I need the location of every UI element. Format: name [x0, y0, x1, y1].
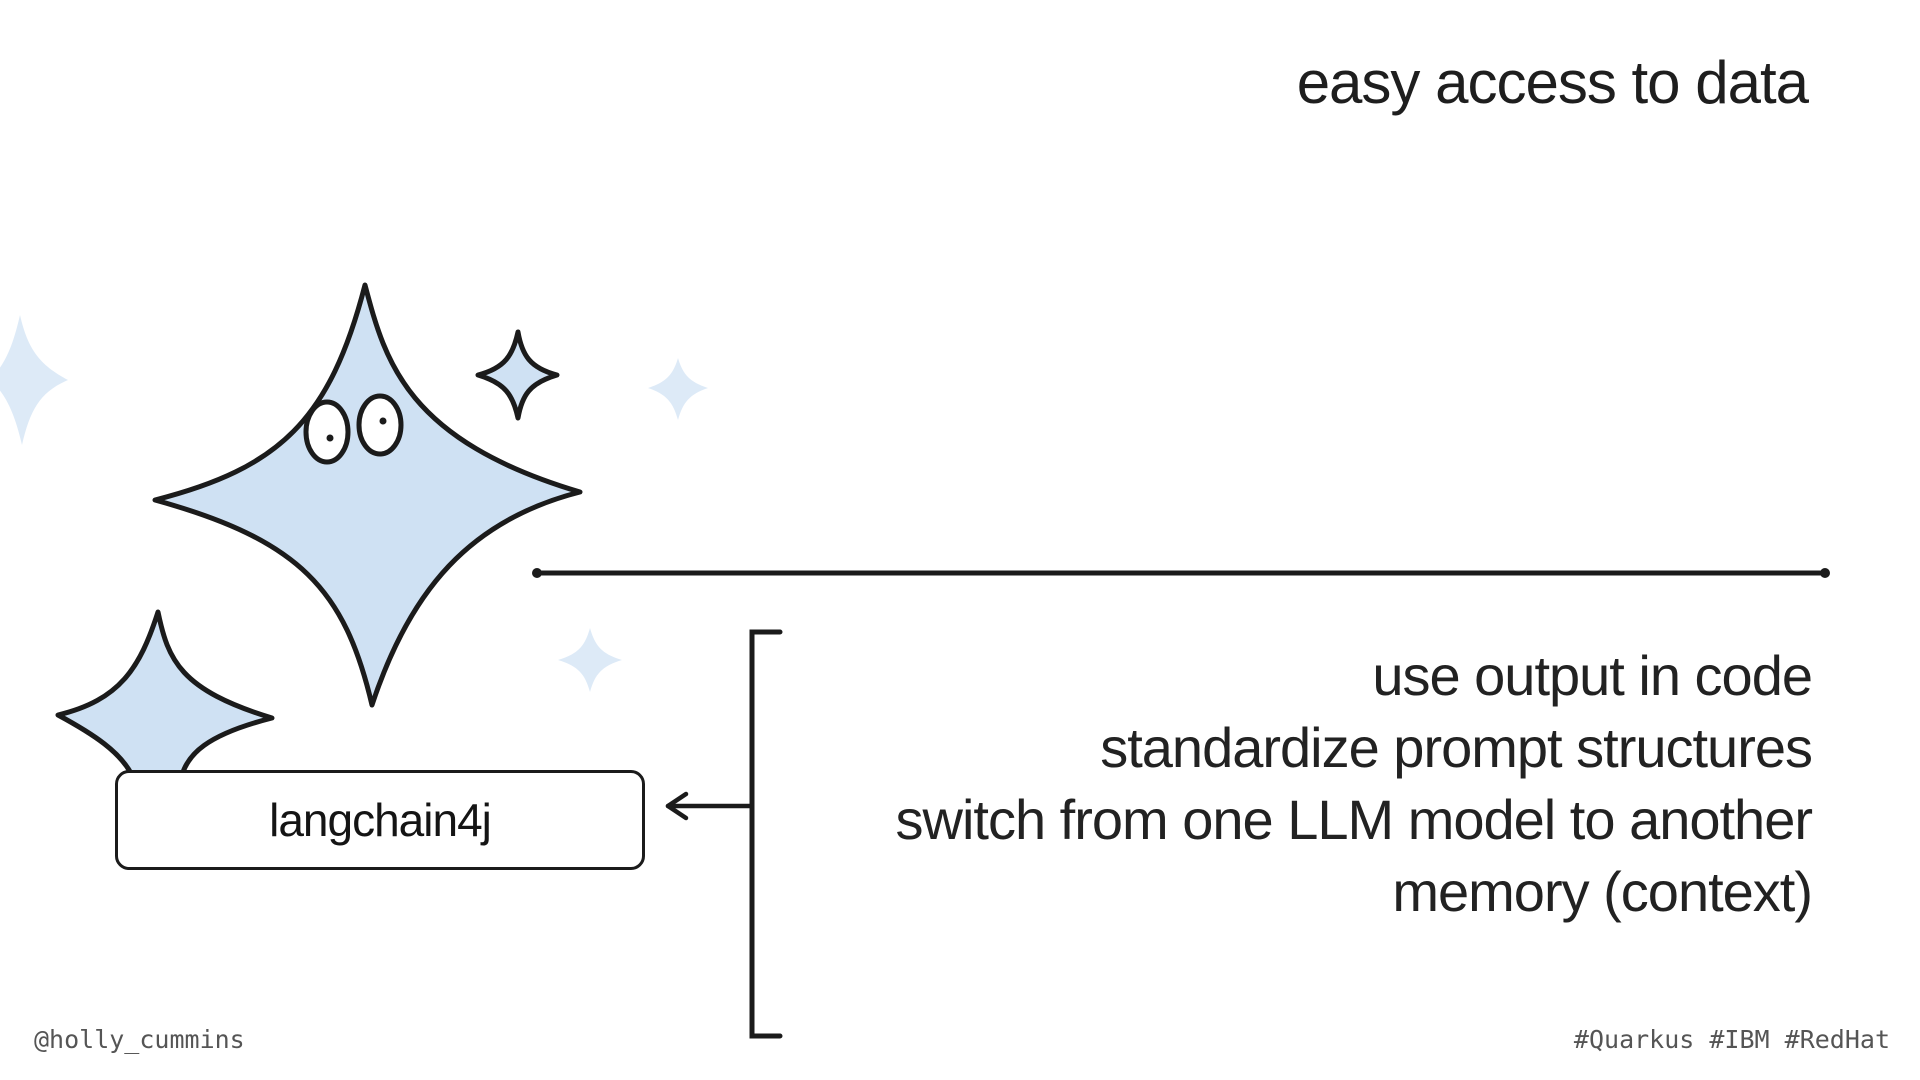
arrow-left-icon: [665, 791, 753, 821]
faint-sparkle-icon: [0, 315, 68, 445]
page-title: easy access to data: [1296, 49, 1809, 116]
langchain4j-label: langchain4j: [269, 794, 492, 846]
list-item: memory (context): [1392, 860, 1813, 923]
faint-sparkle-icon: [558, 628, 622, 692]
langchain4j-box: langchain4j: [115, 770, 645, 870]
list-item: use output in code: [1372, 644, 1813, 707]
faint-sparkle-icon: [648, 358, 708, 420]
tiny-sparkle-icon: [475, 329, 560, 421]
list-item: switch from one LLM model to another: [895, 788, 1813, 851]
large-sparkle-icon: [152, 282, 583, 708]
feature-list: use output in code standardize prompt st…: [895, 640, 1813, 928]
list-item: standardize prompt structures: [1100, 716, 1813, 779]
small-sparkle-icon: [55, 609, 275, 778]
bracket-icon: [749, 629, 783, 1039]
footer-hashtags: #Quarkus #IBM #RedHat: [1573, 1025, 1890, 1054]
footer-handle: @holly_cummins: [34, 1025, 245, 1054]
eye-left: [303, 399, 351, 465]
eye-right: [356, 393, 404, 457]
